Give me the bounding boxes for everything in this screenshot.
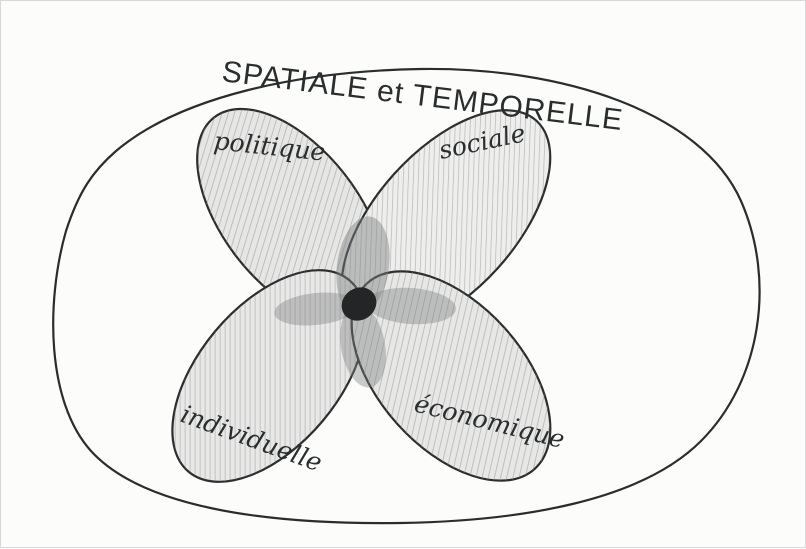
venn-diagram: SPATIALE et TEMPORELLE politique sociale… bbox=[1, 1, 806, 549]
paper-sheet: SPATIALE et TEMPORELLE politique sociale… bbox=[0, 0, 806, 548]
